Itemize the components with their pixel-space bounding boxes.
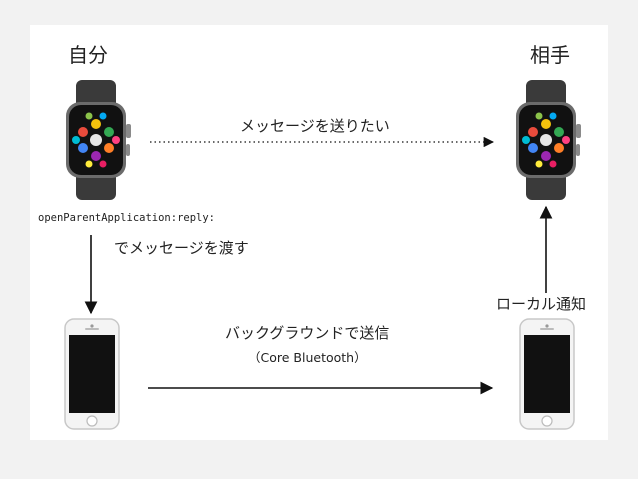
hand-over-label: でメッセージを渡す xyxy=(114,239,249,257)
iphone-icon xyxy=(519,318,575,430)
api-call-label: openParentApplication:reply: xyxy=(38,212,216,224)
local-notification-label: ローカル通知 xyxy=(496,295,587,313)
other-title: 相手 xyxy=(530,43,570,67)
slide: 自分 相手 xyxy=(30,25,608,440)
ble-label: （Core Bluetooth） xyxy=(248,350,367,365)
background-send-label: バックグラウンドで送信 xyxy=(225,324,390,342)
apple-watch-icon xyxy=(516,80,581,200)
apple-watch-icon xyxy=(66,80,131,200)
iphone-icon xyxy=(64,318,120,430)
diagram-arrows xyxy=(84,136,553,395)
self-title: 自分 xyxy=(68,43,108,67)
send-intent-label: メッセージを送りたい xyxy=(240,117,390,135)
